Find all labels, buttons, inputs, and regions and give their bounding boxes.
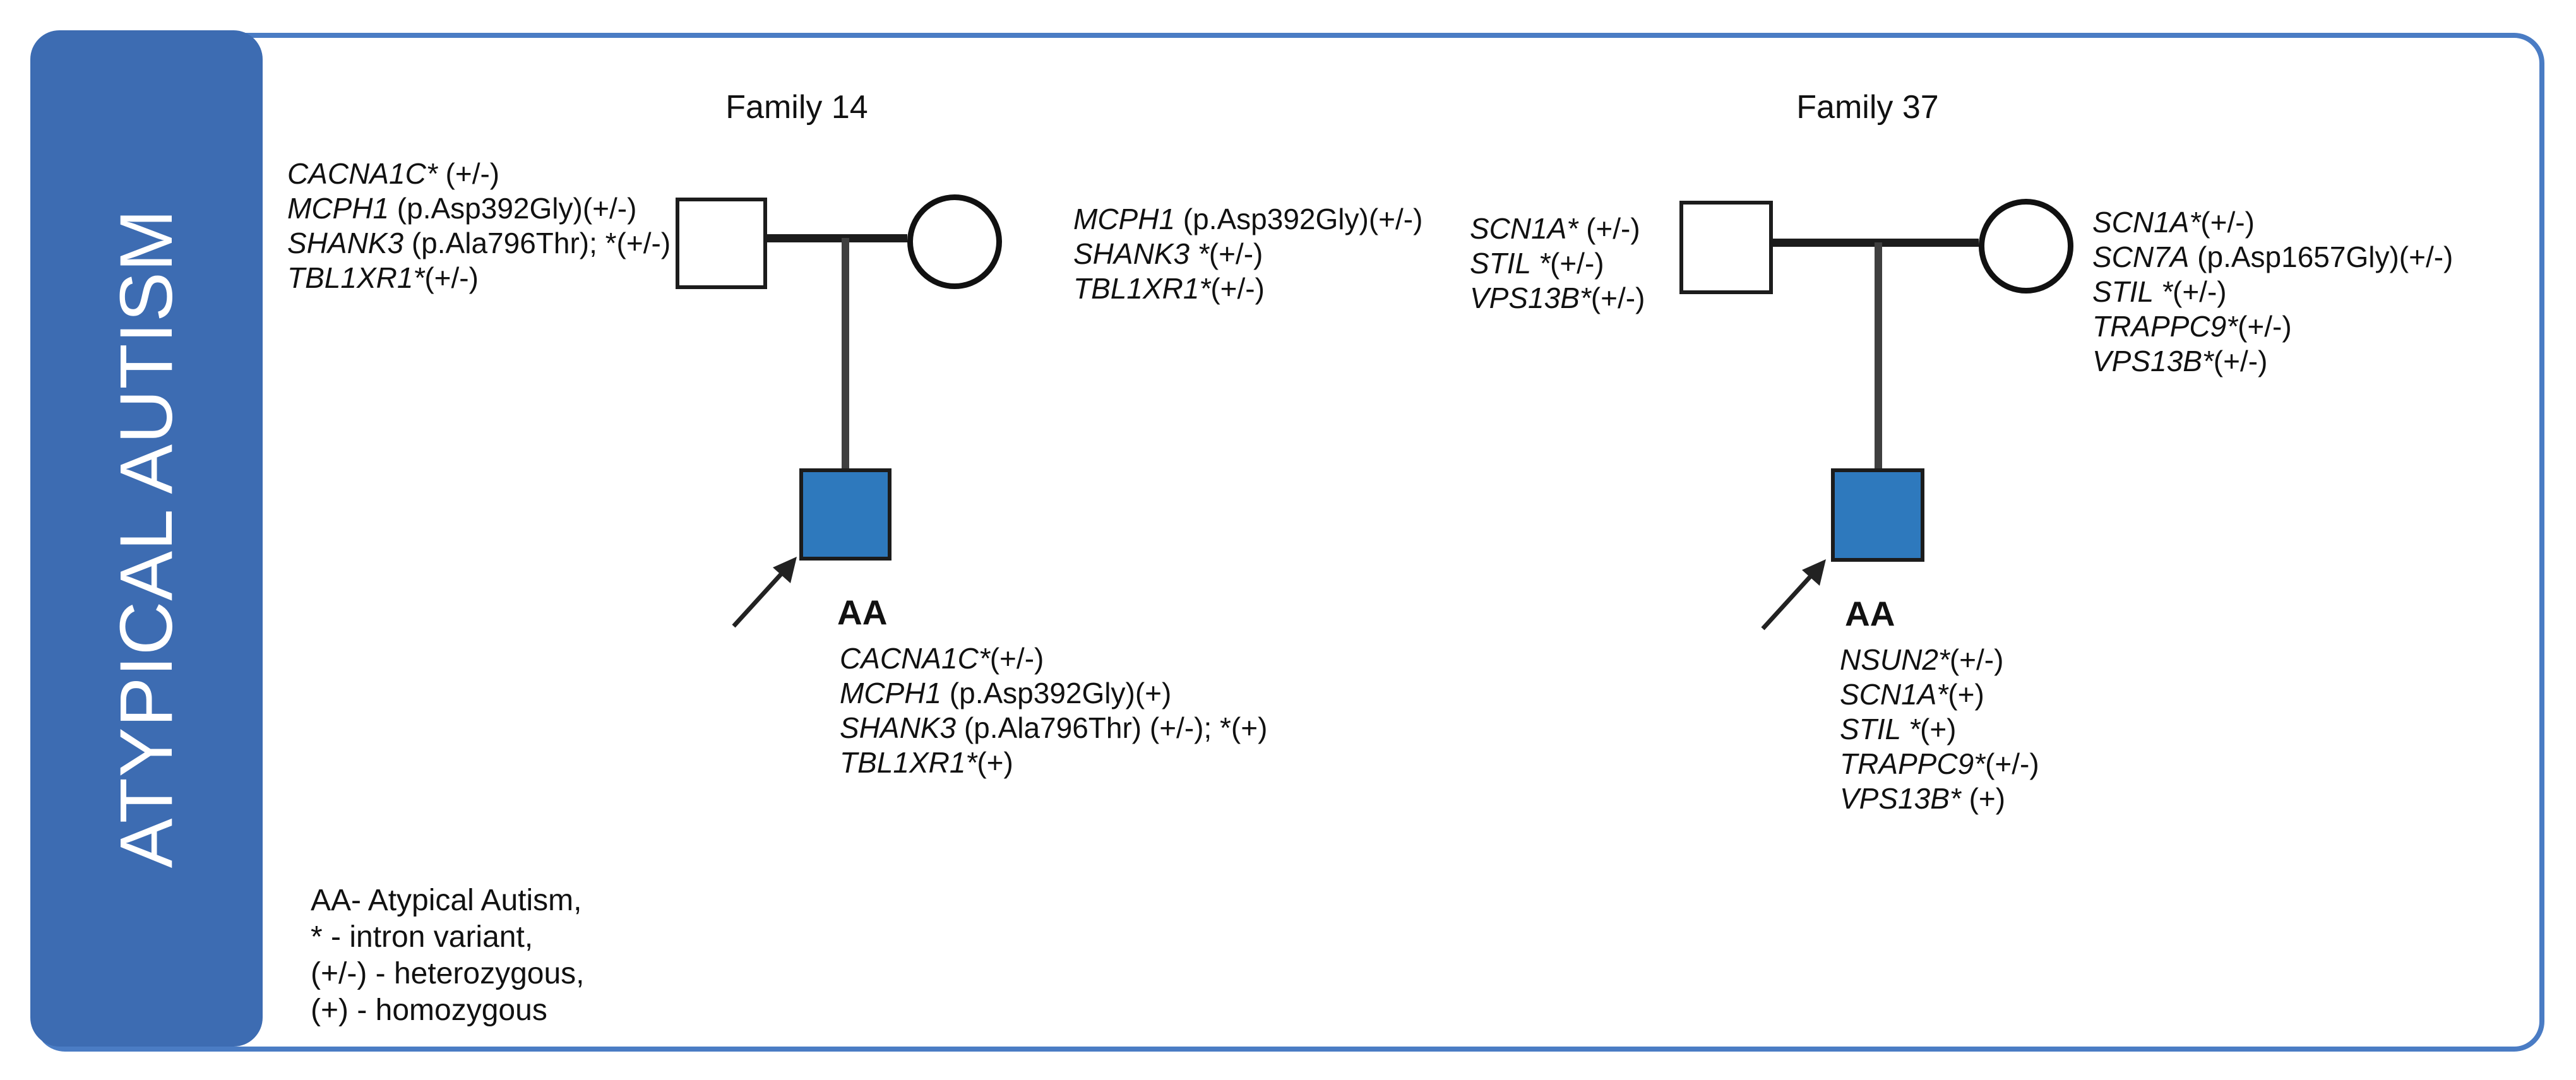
gene-line: MCPH1 (p.Asp392Gly)(+) (840, 677, 1172, 709)
gene-line: SCN1A* (+/-) (1470, 212, 1640, 245)
proband-symbol-affected (799, 468, 891, 561)
family-37-mother-gene-list: SCN1A*(+/-) SCN7A (p.Asp1657Gly)(+/-) ST… (2092, 205, 2453, 379)
gene-line: SHANK3 (p.Ala796Thr); *(+/-) (287, 227, 671, 259)
legend-line: (+/-) - heterozygous, (311, 957, 585, 990)
couple-line (767, 234, 907, 242)
gene-line: MCPH1 (p.Asp392Gly)(+/-) (1073, 203, 1423, 235)
mother-symbol (1979, 199, 2073, 294)
gene-line: SCN1A*(+/-) (2092, 206, 2255, 239)
gene-line: SHANK3 *(+/-) (1073, 237, 1263, 270)
family-14-title: Family 14 (725, 89, 868, 126)
proband-symbol-affected (1831, 468, 1924, 562)
category-banner-label: ATYPICAL AUTISM (105, 208, 188, 869)
proband-label: AA (837, 593, 888, 632)
family-14-father-gene-list: CACNA1C* (+/-) MCPH1 (p.Asp392Gly)(+/-) … (287, 157, 671, 295)
family-14-mother-gene-list: MCPH1 (p.Asp392Gly)(+/-) SHANK3 *(+/-) T… (1073, 202, 1422, 306)
gene-line: STIL *(+) (1840, 713, 1957, 745)
gene-line: TBL1XR1*(+/-) (287, 261, 479, 294)
figure-frame (35, 33, 2544, 1052)
gene-line: CACNA1C*(+/-) (840, 642, 1044, 675)
gene-line: STIL *(+/-) (2092, 275, 2227, 308)
descent-line (842, 238, 849, 468)
gene-line: SHANK3 (p.Ala796Thr) (+/-); *(+) (840, 711, 1268, 744)
proband-label: AA (1845, 594, 1895, 633)
gene-line: NSUN2*(+/-) (1840, 643, 2004, 676)
legend: AA- Atypical Autism, * - intron variant,… (311, 882, 585, 1029)
legend-line: * - intron variant, (311, 920, 534, 954)
gene-line: VPS13B*(+/-) (1470, 282, 1645, 314)
gene-line: MCPH1 (p.Asp392Gly)(+/-) (287, 192, 637, 225)
gene-line: STIL *(+/-) (1470, 247, 1604, 280)
family-37-proband-gene-list: NSUN2*(+/-) SCN1A*(+) STIL *(+) TRAPPC9*… (1840, 643, 2039, 816)
gene-line: SCN7A (p.Asp1657Gly)(+/-) (2092, 240, 2454, 273)
father-symbol (676, 198, 767, 289)
proband-arrow-icon (732, 557, 797, 628)
legend-line: AA- Atypical Autism, (311, 884, 582, 917)
gene-line: VPS13B*(+/-) (2092, 345, 2268, 377)
gene-line: SCN1A*(+) (1840, 678, 1984, 711)
family-37-title: Family 37 (1796, 89, 1939, 126)
descent-line (1875, 242, 1882, 468)
proband-arrow-icon (1761, 559, 1826, 631)
mother-symbol (907, 194, 1002, 289)
family-37-father-gene-list: SCN1A* (+/-) STIL *(+/-) VPS13B*(+/-) (1470, 211, 1645, 316)
category-banner: ATYPICAL AUTISM (30, 30, 263, 1047)
legend-line: (+) - homozygous (311, 994, 547, 1027)
family-14-proband-gene-list: CACNA1C*(+/-) MCPH1 (p.Asp392Gly)(+) SHA… (840, 641, 1267, 780)
gene-line: TRAPPC9*(+/-) (2092, 310, 2292, 343)
gene-line: VPS13B* (+) (1840, 782, 2006, 815)
gene-line: TBL1XR1*(+/-) (1073, 272, 1265, 305)
gene-line: TRAPPC9*(+/-) (1840, 747, 2039, 780)
father-symbol (1679, 201, 1773, 294)
gene-line: TBL1XR1*(+) (840, 746, 1013, 779)
gene-line: CACNA1C* (+/-) (287, 157, 500, 190)
